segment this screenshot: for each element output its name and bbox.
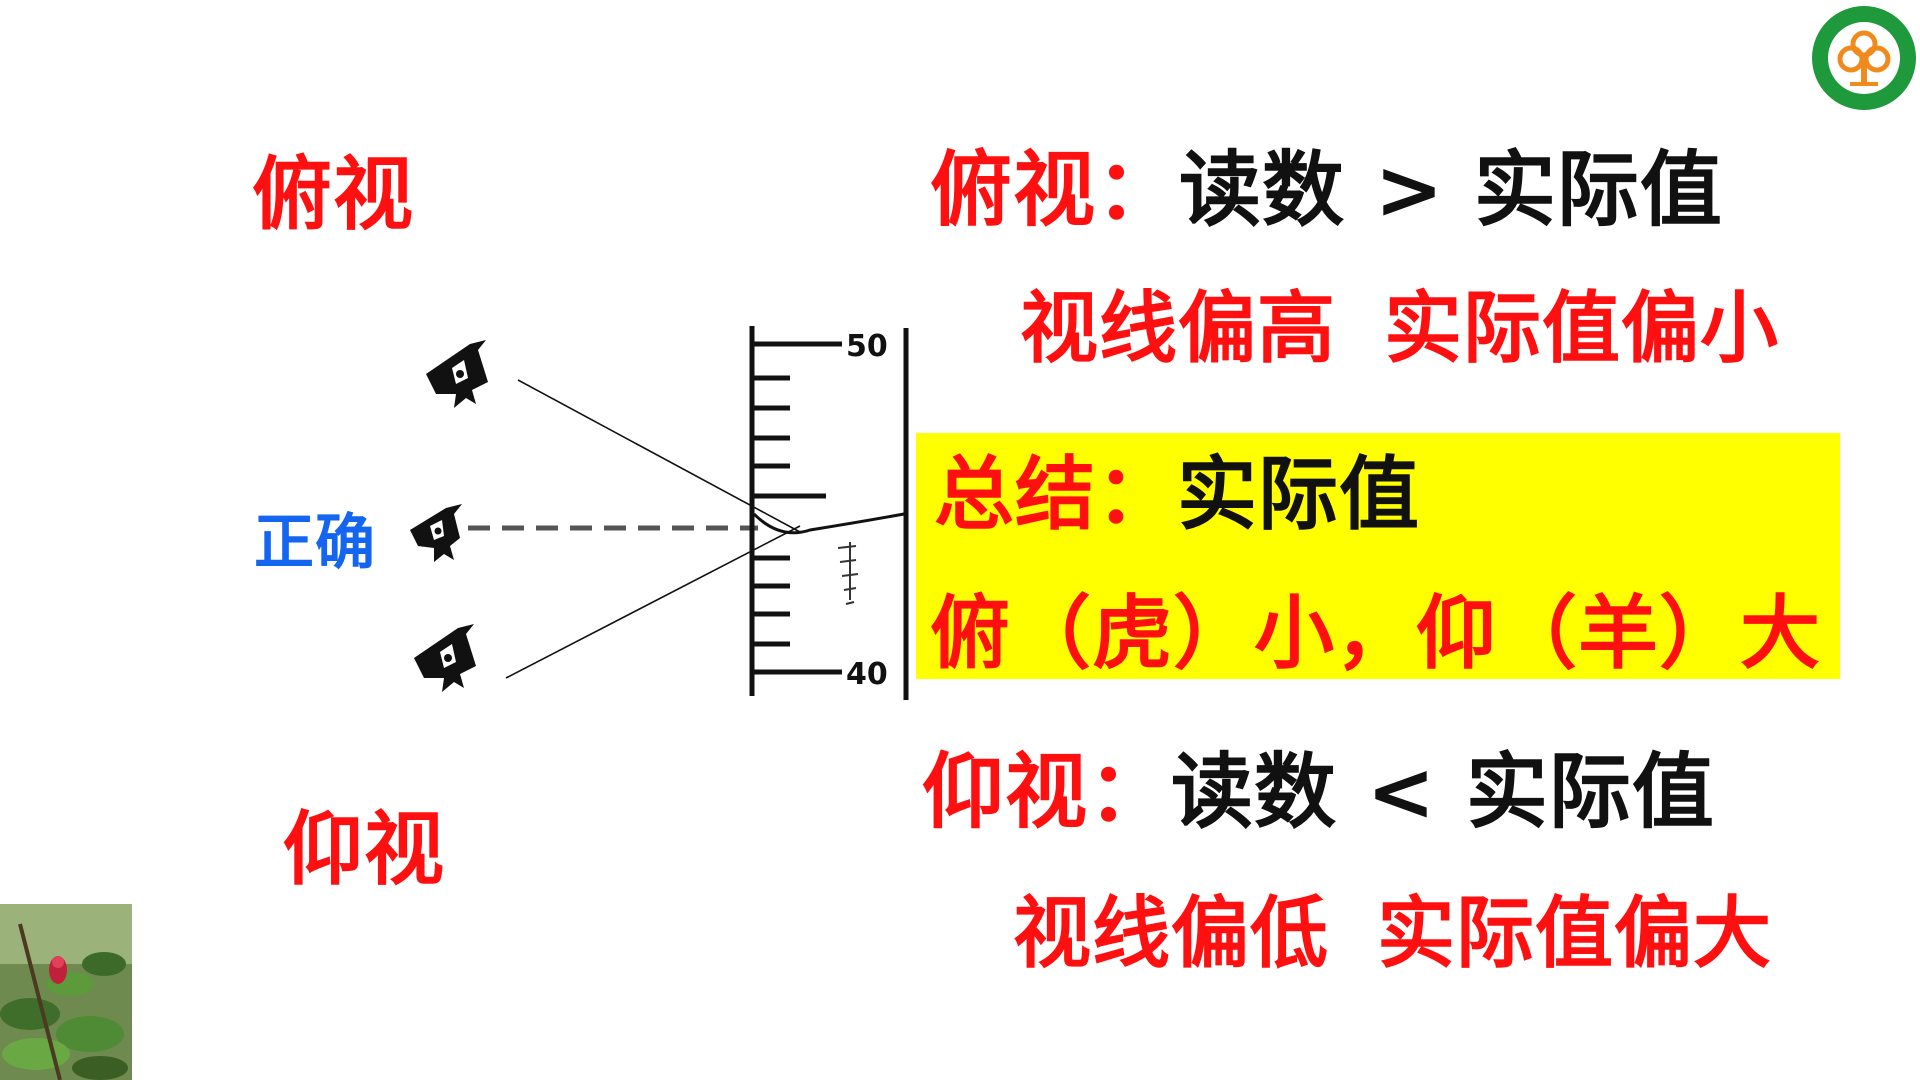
liquid-meniscus <box>752 512 905 535</box>
yangshi-sub-b: 实际值偏大 <box>1377 889 1773 979</box>
school-logo-icon <box>1812 6 1916 110</box>
tick-label-bottom: 40 <box>846 657 888 692</box>
graduation-ticks <box>752 341 842 675</box>
measuring-cylinder-diagram: 50 40 <box>410 326 909 700</box>
summary-mnemonic: 俯（虎）小，仰（羊）大 <box>930 587 1821 680</box>
fushi-sub-a: 视线偏高 <box>1020 284 1337 374</box>
yangshi-statement: 仰视：读数 < 实际值 <box>922 752 1715 834</box>
yangshi-colon: ： <box>1088 745 1172 840</box>
tick-label-top: 50 <box>846 329 888 364</box>
label-yangshi: 仰视 <box>283 803 445 896</box>
eye-bottom-icon <box>414 624 476 692</box>
yangshi-explanation: 视线偏低实际值偏大 <box>1013 895 1772 973</box>
yangshi-sub-a: 视线偏低 <box>1013 889 1330 979</box>
eye-top-icon <box>426 340 488 408</box>
label-fushi: 俯视 <box>252 148 414 241</box>
yangshi-prefix: 仰视 <box>922 745 1089 840</box>
fushi-prefix: 俯视 <box>930 143 1097 238</box>
rose-photo-image <box>0 904 132 1080</box>
sight-line-bottom <box>505 525 801 679</box>
summary-highlight-box <box>916 433 1840 679</box>
yangshi-relation: 读数 < 实际值 <box>1171 745 1715 840</box>
eye-middle-icon <box>410 504 462 562</box>
summary-title-rest: 实际值 <box>1177 448 1420 541</box>
fushi-explanation: 视线偏高实际值偏小 <box>1020 290 1779 368</box>
summary-title: 总结：实际值 <box>934 455 1420 535</box>
liquid-hatch <box>837 542 859 605</box>
summary-title-prefix: 总结： <box>934 448 1177 541</box>
fushi-statement: 俯视：读数 > 实际值 <box>930 150 1723 232</box>
label-correct: 正确 <box>254 508 376 578</box>
fushi-relation: 读数 > 实际值 <box>1179 143 1723 238</box>
sight-line-top <box>517 379 801 533</box>
fushi-colon: ： <box>1096 143 1180 238</box>
fushi-sub-b: 实际值偏小 <box>1384 284 1780 374</box>
